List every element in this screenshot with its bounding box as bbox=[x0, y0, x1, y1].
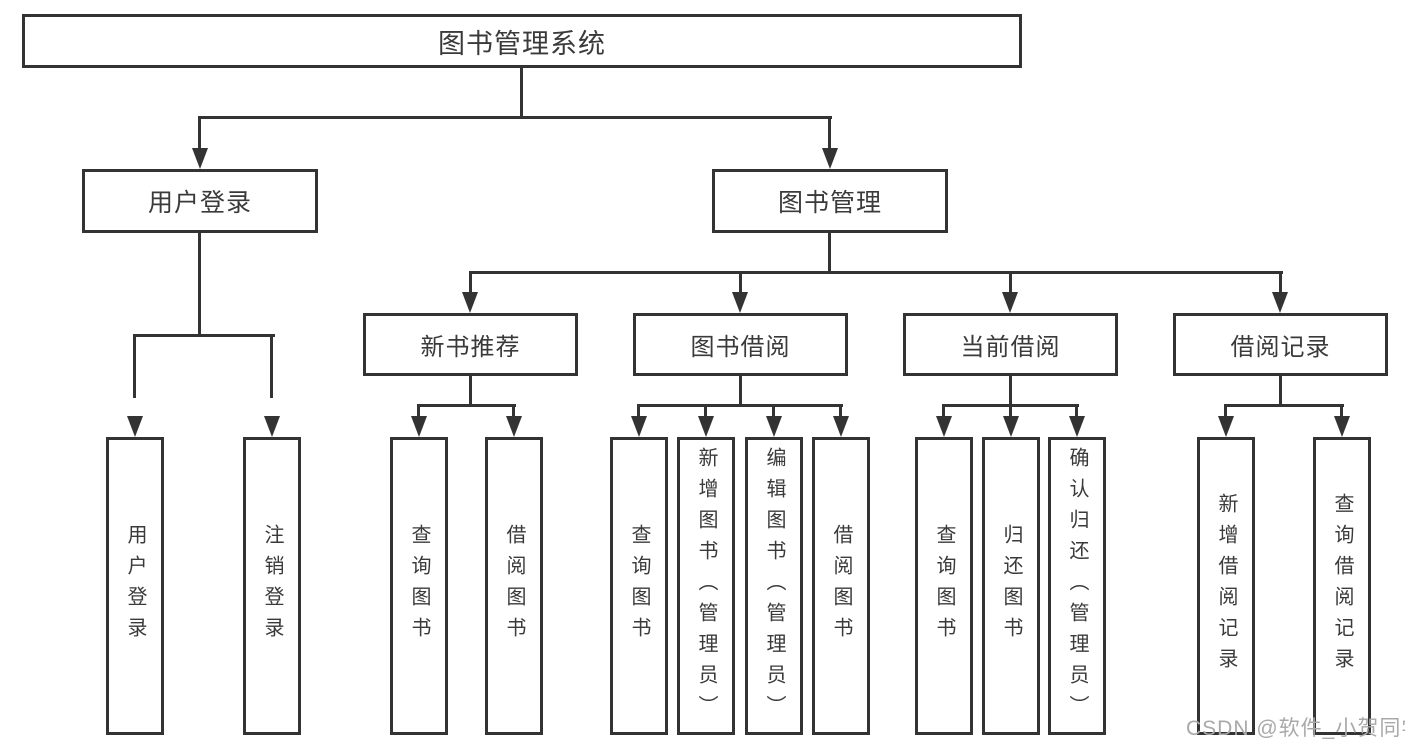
connector-new-rec-rail bbox=[417, 404, 516, 407]
connector-drop-user-login bbox=[198, 118, 201, 152]
leaf-borrow-books-1-label: 借阅图书 bbox=[503, 524, 525, 648]
connector-level3-rail bbox=[469, 271, 1283, 274]
leaf-query-books-1: 查询图书 bbox=[390, 437, 448, 735]
arrowhead-bw-leaf3 bbox=[766, 416, 782, 437]
connector-drop-new-rec bbox=[469, 273, 472, 295]
connector-book-mgmt-stem bbox=[828, 233, 831, 273]
leaf-confirm-return-admin: 确认归还（管理员） bbox=[1048, 437, 1106, 735]
arrowhead-logout-leaf bbox=[264, 416, 280, 437]
connector-current-stem bbox=[1009, 376, 1012, 406]
connector-drop-cu-leaf1 bbox=[942, 406, 945, 420]
connector-drop-bw-leaf2 bbox=[704, 406, 707, 420]
leaf-return-books: 归还图书 bbox=[982, 437, 1040, 735]
connector-user-login-rail bbox=[133, 334, 275, 337]
arrowhead-nr-leaf2 bbox=[506, 416, 522, 437]
connector-user-login-stem bbox=[198, 233, 201, 336]
connector-drop-cu-leaf3 bbox=[1075, 406, 1078, 420]
leaf-query-books-1-label: 查询图书 bbox=[408, 524, 430, 648]
node-user-login: 用户登录 bbox=[82, 169, 318, 233]
leaf-query-books-2: 查询图书 bbox=[610, 437, 668, 735]
connector-drop-login-leaf bbox=[133, 336, 136, 398]
node-root-label: 图书管理系统 bbox=[438, 28, 606, 59]
leaf-logout: 注销登录 bbox=[243, 437, 301, 735]
leaf-query-borrow-record: 查询借阅记录 bbox=[1313, 437, 1371, 735]
node-book-management-label: 图书管理 bbox=[777, 189, 882, 217]
connector-drop-rc-leaf2 bbox=[1340, 406, 1343, 420]
connector-drop-logout-leaf bbox=[270, 336, 273, 398]
arrowhead-current bbox=[1002, 292, 1018, 313]
arrowhead-cu-leaf3 bbox=[1069, 416, 1085, 437]
connector-drop-nr-leaf1 bbox=[417, 406, 420, 420]
connector-drop-bw-leaf3 bbox=[772, 406, 775, 420]
arrowhead-login-leaf bbox=[127, 416, 143, 437]
connector-drop-bw-leaf1 bbox=[637, 406, 640, 420]
leaf-user-login: 用户登录 bbox=[106, 437, 164, 735]
leaf-query-borrow-record-label: 查询借阅记录 bbox=[1331, 493, 1353, 679]
arrowhead-nr-leaf1 bbox=[411, 416, 427, 437]
arrowhead-cu-leaf2 bbox=[1003, 416, 1019, 437]
leaf-add-borrow-record-label: 新增借阅记录 bbox=[1215, 493, 1237, 679]
arrowhead-bw-leaf4 bbox=[833, 416, 849, 437]
watermark: CSDN @软件_小贺同学 bbox=[1186, 717, 1405, 740]
connector-records-rail bbox=[1224, 404, 1344, 407]
connector-new-rec-stem bbox=[469, 376, 472, 406]
arrowhead-rc-leaf1 bbox=[1218, 416, 1234, 437]
connector-drop-current bbox=[1009, 273, 1012, 295]
arrowhead-records bbox=[1272, 292, 1288, 313]
connector-level2-rail bbox=[198, 116, 832, 119]
connector-borrow-rail bbox=[637, 404, 843, 407]
arrowhead-new-rec bbox=[462, 292, 478, 313]
connector-drop-records bbox=[1279, 273, 1282, 295]
arrowhead-user-login bbox=[192, 148, 208, 169]
leaf-edit-books-admin-label: 编辑图书（管理员） bbox=[763, 446, 785, 726]
connector-drop-rc-leaf1 bbox=[1224, 406, 1227, 420]
leaf-query-books-3: 查询图书 bbox=[915, 437, 973, 735]
node-root-system: 图书管理系统 bbox=[22, 14, 1022, 68]
leaf-borrow-books-2: 借阅图书 bbox=[812, 437, 870, 735]
node-borrowing-records: 借阅记录 bbox=[1173, 313, 1388, 376]
leaf-add-books-admin: 新增图书（管理员） bbox=[677, 437, 735, 735]
leaf-user-login-label: 用户登录 bbox=[124, 524, 146, 648]
connector-drop-bw-leaf4 bbox=[839, 406, 842, 420]
leaf-borrow-books-1: 借阅图书 bbox=[485, 437, 543, 735]
leaf-edit-books-admin: 编辑图书（管理员） bbox=[745, 437, 803, 735]
arrowhead-cu-leaf1 bbox=[936, 416, 952, 437]
node-borrowing-records-label: 借阅记录 bbox=[1230, 334, 1331, 361]
connector-root-stem bbox=[520, 68, 523, 118]
arrowhead-rc-leaf2 bbox=[1334, 416, 1350, 437]
leaf-borrow-books-2-label: 借阅图书 bbox=[830, 524, 852, 648]
node-user-login-label: 用户登录 bbox=[147, 189, 252, 217]
leaf-return-books-label: 归还图书 bbox=[1000, 524, 1022, 648]
node-new-book-recommend: 新书推荐 bbox=[363, 313, 578, 376]
arrowhead-bw-leaf1 bbox=[631, 416, 647, 437]
leaf-query-books-3-label: 查询图书 bbox=[933, 524, 955, 648]
connector-borrow-stem bbox=[739, 376, 742, 406]
leaf-logout-label: 注销登录 bbox=[261, 524, 283, 648]
connector-drop-borrow bbox=[739, 273, 742, 295]
arrowhead-book-mgmt bbox=[822, 148, 838, 169]
leaf-add-borrow-record: 新增借阅记录 bbox=[1197, 437, 1255, 735]
node-new-book-recommend-label: 新书推荐 bbox=[420, 334, 521, 361]
connector-drop-book-mgmt bbox=[828, 118, 831, 152]
node-book-borrowing-label: 图书借阅 bbox=[690, 334, 791, 361]
connector-drop-nr-leaf2 bbox=[512, 406, 515, 420]
leaf-add-books-admin-label: 新增图书（管理员） bbox=[695, 446, 717, 726]
connector-records-stem bbox=[1279, 376, 1282, 406]
node-current-borrowing: 当前借阅 bbox=[903, 313, 1118, 376]
arrowhead-borrow bbox=[732, 292, 748, 313]
leaf-confirm-return-admin-label: 确认归还（管理员） bbox=[1066, 446, 1088, 726]
node-book-management: 图书管理 bbox=[712, 169, 948, 233]
leaf-query-books-2-label: 查询图书 bbox=[628, 524, 650, 648]
connector-current-rail bbox=[942, 404, 1079, 407]
arrowhead-bw-leaf2 bbox=[698, 416, 714, 437]
connector-drop-cu-leaf2 bbox=[1009, 406, 1012, 420]
node-book-borrowing: 图书借阅 bbox=[633, 313, 848, 376]
node-current-borrowing-label: 当前借阅 bbox=[960, 334, 1061, 361]
